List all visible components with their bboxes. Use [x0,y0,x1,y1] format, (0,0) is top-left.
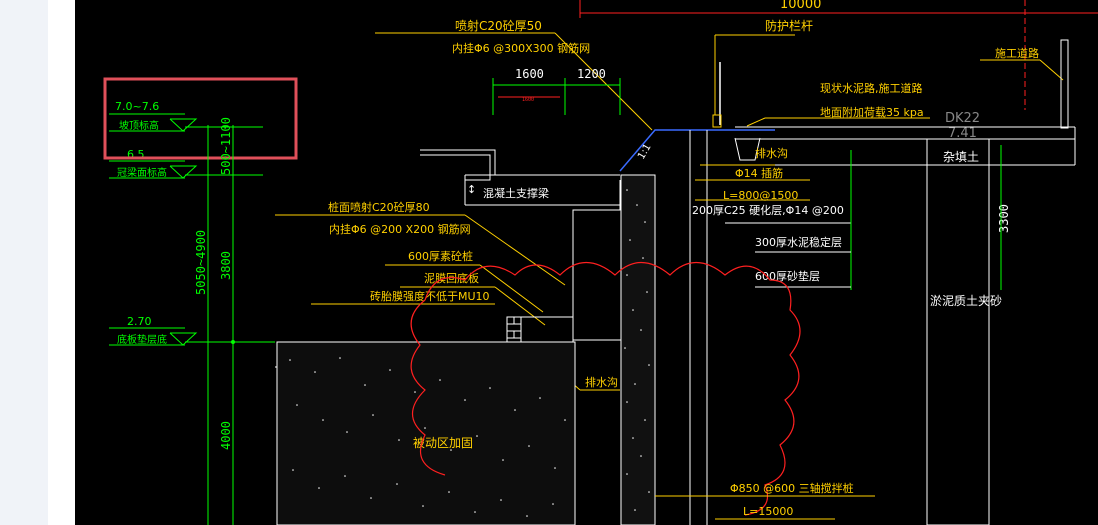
layer-annotations: Φ14 插筋 L=800@1500 200厚C25 硬化层,Φ14 @200 3… [692,150,852,290]
label-dowel: Φ14 插筋 [735,166,783,180]
dim-1600: 1600 [515,67,544,81]
svg-text:↕: ↕ [467,183,476,196]
elev-base-label: 底板垫层底 [117,333,167,346]
label-road-note-1: 现状水泥路,施工道路 [820,81,923,95]
top-dimension: 10000 [579,0,1098,110]
elevation-markers: 7.0~7.6 坡顶标高 6.5 冠梁面标高 2.70 底板垫层底 [109,100,275,346]
label-reinforced-zone: 被动区加固 [413,436,473,450]
label-pile-length: L=15000 [743,505,793,518]
label-gravel-layer: 600厚砂垫层 [755,269,820,283]
label-hardened-layer: 200厚C25 硬化层,Φ14 @200 [692,203,844,217]
dim-500-1100: 500~1100 [219,117,233,175]
label-concrete-support: 混凝土支撑梁 [483,186,549,200]
dim-4000: 4000 [219,421,233,450]
label-bottom-drain: 排水沟 [585,375,618,389]
label-fill-soil: 杂填土 [943,150,979,164]
label-dk-value: 7.41 [948,126,977,141]
highlight-box [103,77,298,160]
label-silty-sand: 淤泥质土夹砂 [930,294,1002,308]
label-pile-face-1: 桩面喷射C20砼厚80 [328,200,430,214]
dim-3800: 3800 [219,251,233,280]
label-construction-road: 施工道路 [995,46,1039,60]
label-brick-mold: 砖胎膜强度不低于MU10 [370,289,490,303]
label-shotcrete-top-1: 喷射C20砼厚50 [455,18,542,33]
elev-base-value: 2.70 [127,315,152,328]
label-pile-face-2: 内挂Φ6 @200 X200 钢筋网 [329,222,471,236]
elev-top-label: 坡顶标高 [119,119,159,132]
label-guardrail: 防护栏杆 [765,18,813,33]
label-dowel-spacing: L=800@1500 [723,189,798,202]
label-spiral-layer: 600厚素砼桩 [408,249,473,263]
dim-top-label: 10000 [780,0,821,12]
road-area: 防护栏杆 施工道路 现状水泥路,施工道路 地面附加荷载35 kpa DK22 7… [689,18,1076,525]
elev-mid-label: 冠梁面标高 [117,166,167,179]
vertical-dimensions: 500~1100 5050~4900 3800 4000 [194,117,238,525]
passive-zone: 被动区加固 [276,341,576,525]
label-dk-code: DK22 [945,111,980,126]
dim-1200: 1200 [577,67,606,81]
dim-3300: 3300 [997,204,1011,233]
revision-cloud [410,262,801,516]
elev-top-value: 7.0~7.6 [115,100,159,113]
dim-5050-4900: 5050~4900 [194,230,208,295]
slope-area: 喷射C20砼厚50 内挂Φ6 @300X300 钢筋网 1600 1200 16… [375,18,775,172]
pile-label: Φ850 @600 三轴搅拌桩 L=15000 [655,481,875,520]
cad-drawing: 10000 7.0~7.6 坡顶标高 6.5 冠梁面标高 2.70 底板垫层底 … [103,0,1098,525]
label-road-note-2: 地面附加荷载35 kpa [820,105,924,119]
label-shotcrete-top-2: 内挂Φ6 @300X300 钢筋网 [452,41,590,55]
side-panel [0,0,48,525]
dim-1600-small: 1600 [522,97,534,103]
slope-ratio: 1:1 [636,142,654,161]
label-cement-layer: 300厚水泥稳定层 [755,235,842,249]
label-drain: 排水沟 [755,146,788,160]
label-mixing-pile: Φ850 @600 三轴搅拌桩 [730,481,854,495]
cad-drawing-canvas[interactable]: 10000 7.0~7.6 坡顶标高 6.5 冠梁面标高 2.70 底板垫层底 … [75,0,1098,525]
